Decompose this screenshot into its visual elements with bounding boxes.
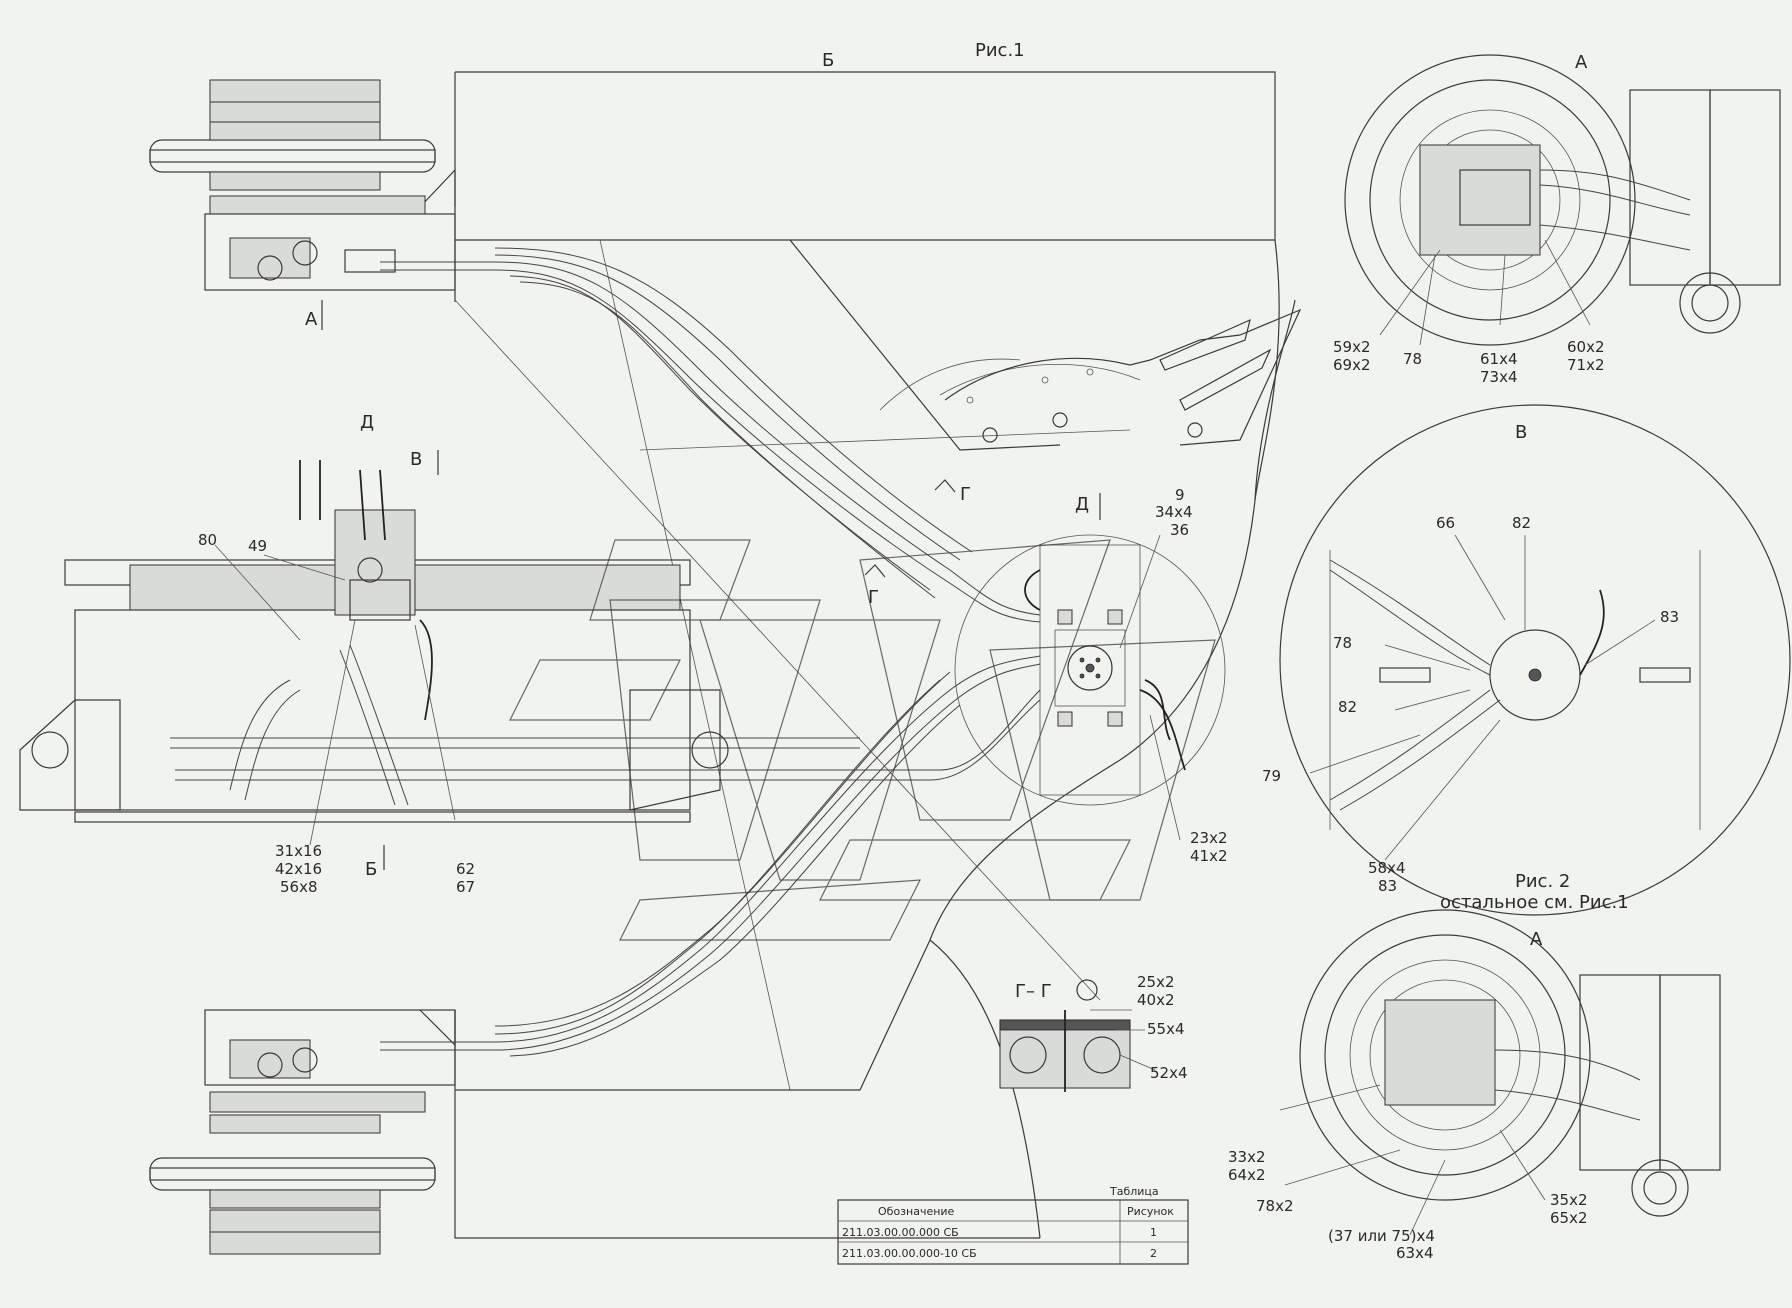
callout-34: 34x4	[1155, 503, 1193, 521]
callout-83-b: 83	[1378, 877, 1397, 895]
callout-78-a: 78	[1403, 350, 1422, 368]
callout-79: 79	[1262, 767, 1281, 785]
callout-61: 61x4	[1480, 350, 1518, 368]
view-d-label: Д	[360, 412, 374, 433]
callout-62: 62	[456, 860, 475, 878]
view-b-label-top: Б	[822, 50, 834, 71]
callout-31: 31x16	[275, 842, 322, 860]
hose-bundle-left	[170, 644, 1041, 806]
callout-23: 23x2	[1190, 829, 1228, 847]
central-swivel	[954, 534, 1226, 806]
callout-59: 59x2	[1333, 338, 1371, 356]
section-gg-clamp	[999, 979, 1131, 1092]
table-cell: 1	[1150, 1226, 1157, 1239]
view-v-label: В	[410, 449, 422, 470]
callout-66: 66	[1436, 514, 1455, 532]
view-v-right-label: В	[1515, 422, 1527, 443]
top-track-drive	[149, 79, 456, 291]
callout-80: 80	[198, 531, 217, 549]
callout-73: 73x4	[1480, 368, 1518, 386]
view-g-label-1: Г	[960, 484, 971, 505]
callout-71: 71x2	[1567, 356, 1605, 374]
view-d-section	[19, 460, 729, 823]
section-gg-label: Г– Г	[1015, 981, 1052, 1002]
callout-55: 55x4	[1147, 1020, 1185, 1038]
callout-67: 67	[456, 878, 475, 896]
callout-40: 40x2	[1137, 991, 1175, 1009]
view-a-top	[1344, 54, 1781, 346]
view-a-bottom-label: А	[1530, 929, 1543, 950]
callout-42: 42x16	[275, 860, 322, 878]
callout-36: 36	[1170, 521, 1189, 539]
callout-64: 64x2	[1228, 1166, 1266, 1184]
view-d-arrow-label: Д	[1075, 494, 1089, 515]
callout-56: 56x8	[280, 878, 318, 896]
callout-60: 60x2	[1567, 338, 1605, 356]
hose-bundle-top	[380, 247, 1041, 623]
callout-37: (37 или 75)x4	[1328, 1227, 1435, 1245]
callout-35: 35x2	[1550, 1191, 1588, 1209]
view-a-arrow-label: А	[305, 309, 318, 330]
view-v-detail	[1279, 404, 1791, 916]
callout-41: 41x2	[1190, 847, 1228, 865]
table-cell: 211.03.00.00.000-10 СБ	[842, 1247, 977, 1260]
callout-78-c: 78x2	[1256, 1197, 1294, 1215]
callout-25: 25x2	[1137, 973, 1175, 991]
table-header-figure: Рисунок	[1127, 1205, 1174, 1218]
bottom-track-drive	[149, 1009, 456, 1255]
table-cell: 2	[1150, 1247, 1157, 1260]
labels: Рис.1 Б А Д В Г Г Д А Б В А Г– Г 80 49 3…	[198, 40, 1679, 1262]
view-a-bottom	[1299, 909, 1721, 1217]
watermark-logo	[509, 539, 1216, 941]
table-cell: 211.03.00.00.000 СБ	[842, 1226, 959, 1239]
callout-82-a: 82	[1512, 514, 1531, 532]
callout-58: 58x4	[1368, 859, 1406, 877]
callout-83-a: 83	[1660, 608, 1679, 626]
hose-bundle-bottom	[380, 655, 1041, 1057]
callout-49: 49	[248, 537, 267, 555]
fig2-note: остальное см. Рис.1	[1440, 892, 1629, 913]
leader-lines	[214, 239, 1656, 1236]
view-g-label-2: Г	[868, 587, 879, 608]
callout-33: 33x2	[1228, 1148, 1266, 1166]
designation-table: Таблица Обозначение Рисунок 211.03.00.00…	[837, 1185, 1189, 1265]
callout-78-b: 78	[1333, 634, 1352, 652]
callout-9: 9	[1175, 486, 1185, 504]
callout-63: 63x4	[1396, 1244, 1434, 1262]
view-a-label-top: А	[1575, 52, 1588, 73]
table-header-designation: Обозначение	[878, 1205, 955, 1218]
main-frame	[419, 71, 1296, 1239]
callout-65: 65x2	[1550, 1209, 1588, 1227]
callout-69: 69x2	[1333, 356, 1371, 374]
table-caption: Таблица	[1109, 1185, 1159, 1198]
fig1-title: Рис.1	[975, 40, 1025, 61]
fig2-title: Рис. 2	[1515, 871, 1570, 892]
upper-ring-fragment	[944, 308, 1302, 446]
callout-52: 52x4	[1150, 1064, 1188, 1082]
view-b-arrow-label: Б	[365, 859, 377, 880]
callout-82-b: 82	[1338, 698, 1357, 716]
